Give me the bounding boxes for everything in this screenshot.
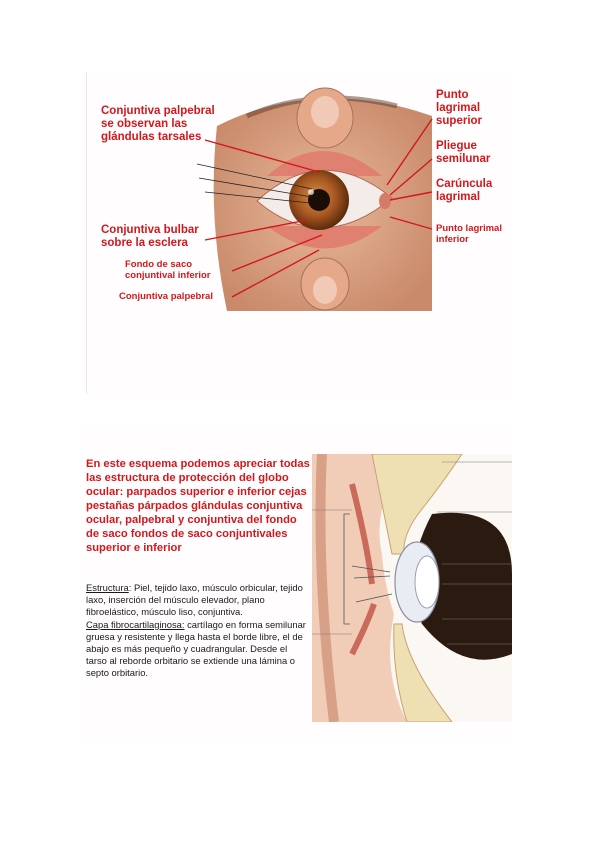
label-conjuntiva-bulbar: Conjuntiva bulbar sobre la esclera <box>101 224 199 250</box>
label-pliegue-semilunar: Pliegue semilunar <box>436 140 491 166</box>
slide2-description: Estructura: Piel, tejido laxo, músculo o… <box>86 582 308 680</box>
capa-text: cartílago en forma semilunar gruesa y re… <box>86 618 306 679</box>
label-fondo-de-saco: Fondo de saco conjuntival inferior <box>125 259 211 281</box>
label-punto-lagrimal-inferior: Punto lagrimal inferior <box>436 223 502 245</box>
label-conjuntiva-palpebral-tarsales: Conjuntiva palpebral se observan las glá… <box>101 105 215 144</box>
label-caruncula-lagrimal: Carúncula lagrimal <box>436 178 493 204</box>
eye-illustration <box>213 87 432 311</box>
slide-eye-photo: Conjuntiva palpebral se observan las glá… <box>86 72 513 394</box>
estructura-text: : Piel, tejido laxo, músculo orbicular, … <box>86 582 303 618</box>
slide2-heading: En este esquema podemos apreciar todas l… <box>86 458 310 554</box>
estructura-term: Estructura <box>86 582 129 593</box>
capa-term: Capa fibrocartilaginosa: <box>86 618 185 630</box>
label-punto-lagrimal-superior: Punto lagrimal superior <box>436 89 483 128</box>
label-leader-lines <box>196 118 433 298</box>
eyelid-cross-section-illustration <box>312 454 512 722</box>
slide-cross-section: En este esquema podemos apreciar todas l… <box>86 426 512 744</box>
label-conjuntiva-palpebral: Conjuntiva palpebral <box>119 291 213 302</box>
